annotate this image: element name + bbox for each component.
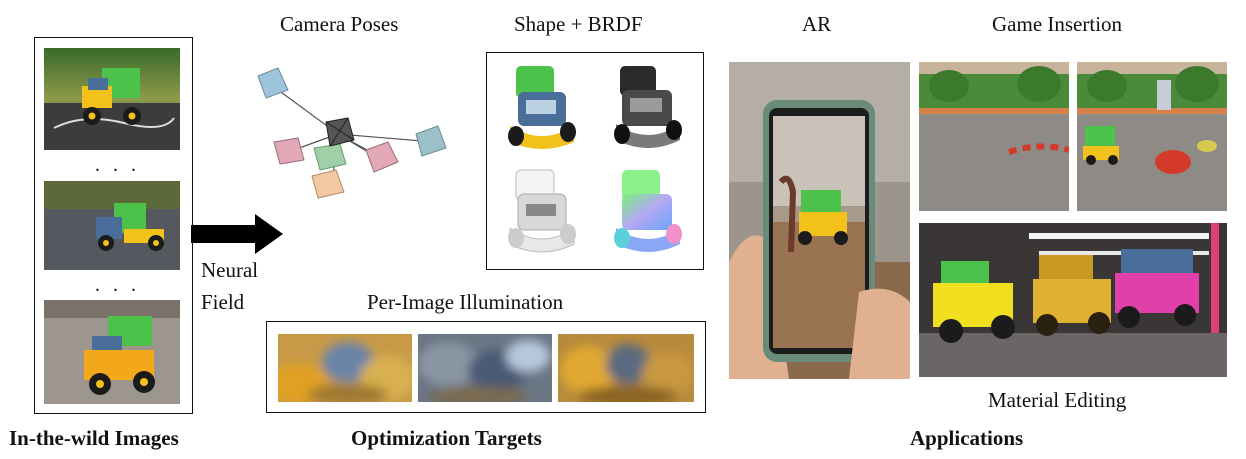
- camera-poses-diagram: [248, 64, 466, 204]
- game-photo-2: [1077, 62, 1227, 211]
- input-photo-2: [44, 181, 180, 270]
- shape-metallic: [502, 166, 582, 258]
- material-editing-photo: [919, 223, 1227, 377]
- title-illumination: Per-Image Illumination: [367, 290, 564, 314]
- ellipsis-2: . . .: [95, 274, 140, 296]
- title-shape-brdf: Shape + BRDF: [514, 12, 643, 36]
- shape-normals: [608, 166, 688, 258]
- title-game-insertion: Game Insertion: [992, 12, 1123, 36]
- envmap-1: [278, 334, 412, 402]
- arrow-label-field: Field: [201, 290, 245, 314]
- title-ar: AR: [802, 12, 832, 36]
- envmap-2: [418, 334, 552, 402]
- caption-in-the-wild: In-the-wild Images: [9, 426, 179, 450]
- title-camera-poses: Camera Poses: [280, 12, 399, 36]
- ellipsis-1: . . .: [95, 154, 140, 176]
- shape-albedo: [502, 62, 582, 154]
- caption-applications: Applications: [910, 426, 1024, 450]
- neural-field-arrow-icon: [191, 214, 283, 254]
- input-photo-3: [44, 300, 180, 404]
- arrow-label-neural: Neural: [201, 258, 259, 282]
- game-photo-1: [919, 62, 1069, 211]
- title-material-editing: Material Editing: [988, 388, 1127, 412]
- envmap-3: [558, 334, 694, 402]
- caption-optimization-targets: Optimization Targets: [351, 426, 542, 450]
- shape-roughness: [608, 62, 688, 154]
- ar-photo: [729, 62, 910, 379]
- input-photo-1: [44, 48, 180, 150]
